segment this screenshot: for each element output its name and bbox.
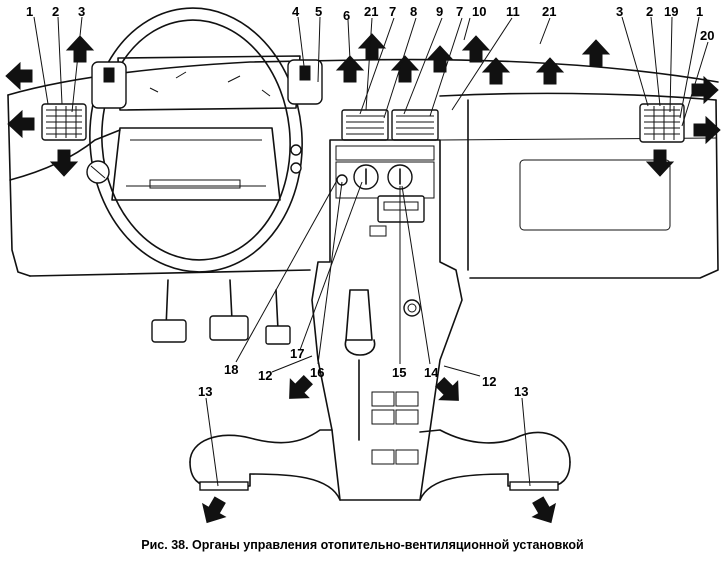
callout-3-left: 3 — [78, 4, 85, 19]
leader-lines — [33, 16, 709, 487]
callout-5: 5 — [315, 4, 322, 19]
right-side-vent[interactable] — [639, 103, 685, 143]
steering-wheel — [89, 7, 303, 273]
callout-7a: 7 — [389, 4, 396, 19]
dashboard-outline — [7, 58, 719, 279]
callout-1-left: 1 — [26, 4, 33, 19]
callout-labels: 1 2 3 4 5 6 21 7 8 9 7 10 11 21 3 2 19 1… — [26, 4, 714, 399]
column-switch-right[interactable] — [287, 59, 323, 105]
callout-13-right: 13 — [514, 384, 528, 399]
floor-air-duct — [189, 429, 571, 501]
callout-12-right: 12 — [482, 374, 496, 389]
center-vents[interactable] — [341, 109, 439, 141]
callout-10: 10 — [472, 4, 486, 19]
callout-14: 14 — [424, 365, 439, 380]
headlamp-knob[interactable] — [86, 160, 110, 184]
column-switch-left[interactable] — [91, 61, 127, 109]
callout-20: 20 — [700, 28, 714, 43]
callout-9: 9 — [436, 4, 443, 19]
temperature-knob[interactable] — [353, 164, 379, 190]
callout-16: 16 — [310, 365, 324, 380]
callout-15: 15 — [392, 365, 406, 380]
fan-speed-knob[interactable] — [387, 164, 413, 190]
callout-11: 11 — [506, 4, 520, 19]
callout-19: 19 — [664, 4, 678, 19]
callout-18: 18 — [224, 362, 238, 377]
callout-7b: 7 — [456, 4, 463, 19]
callout-13-left: 13 — [198, 384, 212, 399]
callout-1-right: 1 — [696, 4, 703, 19]
pedals — [151, 279, 291, 345]
callout-2-right: 2 — [646, 4, 653, 19]
figure-caption: Рис. 38. Органы управления отопительно-в… — [141, 538, 584, 552]
left-side-vent[interactable] — [41, 103, 87, 141]
center-console — [311, 139, 463, 501]
callout-3-right: 3 — [616, 4, 623, 19]
callout-21-top: 21 — [364, 4, 378, 19]
callout-2-left: 2 — [52, 4, 59, 19]
callout-12-left: 12 — [258, 368, 272, 383]
callout-4: 4 — [292, 4, 300, 19]
callout-21-right: 21 — [542, 4, 556, 19]
callout-6: 6 — [343, 8, 350, 23]
dash-small-controls[interactable] — [290, 144, 302, 174]
callout-17: 17 — [290, 346, 304, 361]
callout-8: 8 — [410, 4, 417, 19]
